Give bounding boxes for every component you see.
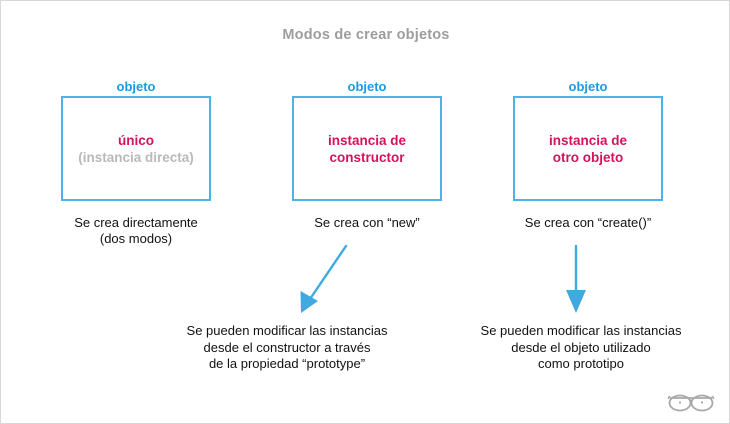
object-box-1: único (instancia directa) — [61, 96, 211, 201]
box-label-2: objeto — [347, 79, 387, 94]
arrow-diagonal-constructor — [300, 244, 348, 313]
object-box-3-caption: Se crea con “create()” — [524, 215, 652, 230]
object-box-2-content: instancia de constructor — [328, 132, 406, 166]
object-box-2-caption: Se crea con “new” — [314, 215, 420, 230]
object-box-1-content: único (instancia directa) — [78, 132, 194, 166]
object-box-3: instancia de otro objeto — [513, 96, 663, 201]
object-column-1: objeto único (instancia directa) Se crea… — [61, 79, 211, 247]
object-box-1-sub-text: (instancia directa) — [78, 149, 194, 165]
object-box-1-caption: Se crea directamente (dos modos) — [74, 215, 198, 246]
glasses-icon — [667, 394, 715, 412]
object-box-3-main-text: instancia de otro objeto — [548, 132, 628, 165]
object-box-2: instancia de constructor — [292, 96, 442, 201]
object-column-2: objeto instancia de constructor Se crea … — [292, 79, 442, 231]
box-label-3: objeto — [568, 79, 608, 94]
note-object-prototype: Se pueden modificar las instancias desde… — [480, 323, 682, 371]
page-title: Modos de crear objetos — [282, 27, 450, 43]
object-box-2-main-text: instancia de constructor — [327, 132, 407, 165]
object-box-3-content: instancia de otro objeto — [549, 132, 627, 166]
arrow-vertical-prototype — [566, 244, 586, 313]
box-label-1: objeto — [116, 79, 156, 94]
object-column-3: objeto instancia de otro objeto Se crea … — [513, 79, 663, 231]
note-constructor-prototype: Se pueden modificar las instancias desde… — [186, 323, 388, 371]
object-box-1-main-text: único — [117, 132, 154, 148]
